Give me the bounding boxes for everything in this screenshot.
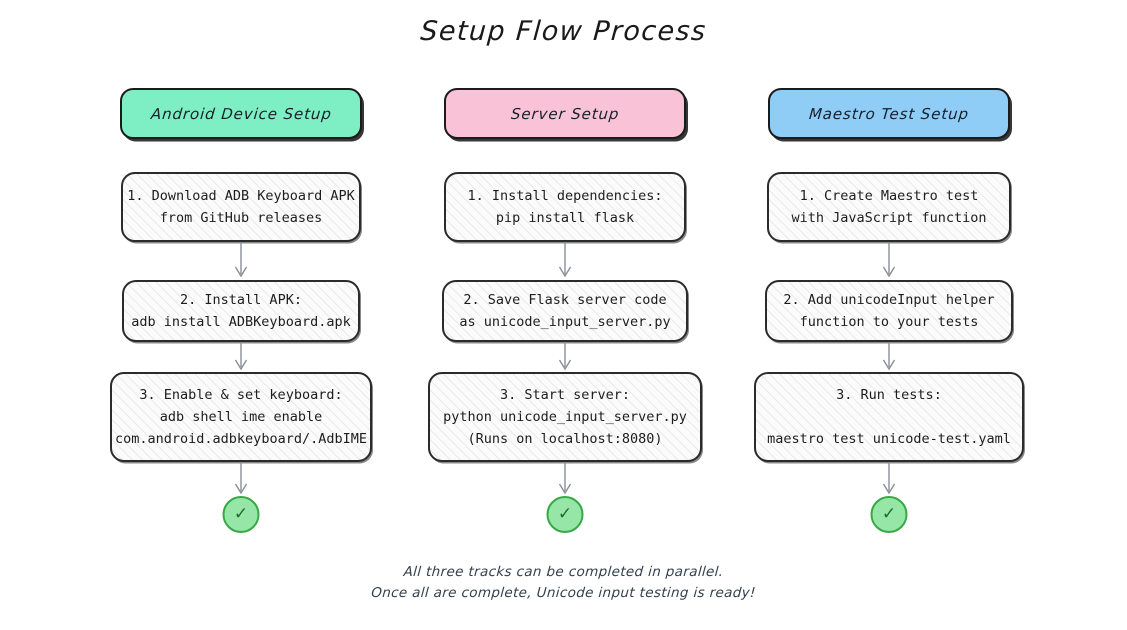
check-mark-icon: ✓ — [881, 504, 897, 524]
completion-node-android[interactable]: ✓ — [222, 496, 260, 533]
arrow-server-1-to-2 — [556, 242, 574, 282]
step-box-android-2[interactable]: 2. Install APK: adb install ADBKeyboard.… — [122, 280, 360, 342]
step-line: 1. Download ADB Keyboard APK — [127, 188, 355, 204]
step-line: python unicode_input_server.py — [443, 409, 687, 425]
arrow-icon — [558, 462, 572, 495]
step-box-maestro-2[interactable]: 2. Add unicodeInput helper function to y… — [765, 280, 1013, 342]
track-column-server: Server Setup 1. Install dependencies: pi… — [420, 0, 710, 630]
footer-line-2: Once all are complete, Unicode input tes… — [370, 585, 757, 601]
completion-node-maestro[interactable]: ✓ — [870, 496, 908, 533]
arrow-icon — [558, 242, 572, 278]
step-line: pip install flask — [495, 210, 635, 226]
step-line: function to your tests — [799, 314, 979, 330]
check-mark-icon: ✓ — [233, 504, 249, 524]
track-column-maestro: Maestro Test Setup 1. Create Maestro tes… — [744, 0, 1034, 630]
track-header-label: Server Setup — [509, 104, 620, 123]
step-box-android-3[interactable]: 3. Enable & set keyboard: adb shell ime … — [110, 372, 372, 462]
track-header-label: Android Device Setup — [149, 104, 333, 123]
track-header-maestro[interactable]: Maestro Test Setup — [768, 88, 1010, 139]
step-line: maestro test unicode-test.yaml — [767, 431, 1011, 447]
arrow-icon — [234, 342, 248, 371]
arrow-icon — [882, 462, 896, 495]
track-header-server[interactable]: Server Setup — [444, 88, 686, 139]
step-line: com.android.adbkeyboard/.AdbIME — [115, 431, 367, 447]
arrow-android-1-to-2 — [232, 242, 250, 282]
step-line: (Runs on localhost:8080) — [467, 431, 663, 447]
step-box-server-3[interactable]: 3. Start server: python unicode_input_se… — [428, 372, 702, 462]
footer-note: All three tracks can be completed in par… — [0, 562, 1127, 604]
arrow-maestro-3-to-done — [880, 462, 898, 498]
step-box-maestro-1[interactable]: 1. Create Maestro test with JavaScript f… — [767, 172, 1011, 242]
step-line: adb shell ime enable — [159, 409, 323, 425]
step-line: 1. Install dependencies: — [467, 188, 663, 204]
step-line: with JavaScript function — [791, 210, 987, 226]
step-line: adb install ADBKeyboard.apk — [131, 314, 351, 330]
arrow-icon — [882, 342, 896, 371]
arrow-icon — [882, 242, 896, 278]
step-line: 3. Start server: — [499, 387, 631, 403]
arrow-icon — [234, 462, 248, 495]
arrow-android-2-to-3 — [232, 342, 250, 374]
arrow-server-3-to-done — [556, 462, 574, 498]
step-box-server-2[interactable]: 2. Save Flask server code as unicode_inp… — [442, 280, 688, 342]
step-line: 2. Add unicodeInput helper — [783, 292, 995, 308]
step-line: as unicode_input_server.py — [459, 314, 671, 330]
arrow-server-2-to-3 — [556, 342, 574, 374]
arrow-android-3-to-done — [232, 462, 250, 498]
track-header-android[interactable]: Android Device Setup — [120, 88, 362, 139]
arrow-maestro-1-to-2 — [880, 242, 898, 282]
track-header-label: Maestro Test Setup — [808, 104, 970, 123]
arrow-icon — [234, 242, 248, 278]
step-line: 2. Install APK: — [180, 292, 302, 308]
arrow-maestro-2-to-3 — [880, 342, 898, 374]
step-line: 1. Create Maestro test — [799, 188, 979, 204]
step-line: 3. Run tests: — [836, 387, 942, 403]
step-line: 2. Save Flask server code — [463, 292, 667, 308]
check-mark-icon: ✓ — [557, 504, 573, 524]
track-column-android: Android Device Setup 1. Download ADB Key… — [96, 0, 386, 630]
step-box-server-1[interactable]: 1. Install dependencies: pip install fla… — [444, 172, 686, 242]
arrow-icon — [558, 342, 572, 371]
step-line: 3. Enable & set keyboard: — [139, 387, 343, 403]
step-box-maestro-3[interactable]: 3. Run tests: maestro test unicode-test.… — [754, 372, 1024, 462]
completion-node-server[interactable]: ✓ — [546, 496, 584, 533]
footer-line-1: All three tracks can be completed in par… — [403, 564, 725, 580]
step-line: from GitHub releases — [159, 210, 323, 226]
step-box-android-1[interactable]: 1. Download ADB Keyboard APK from GitHub… — [121, 172, 361, 242]
